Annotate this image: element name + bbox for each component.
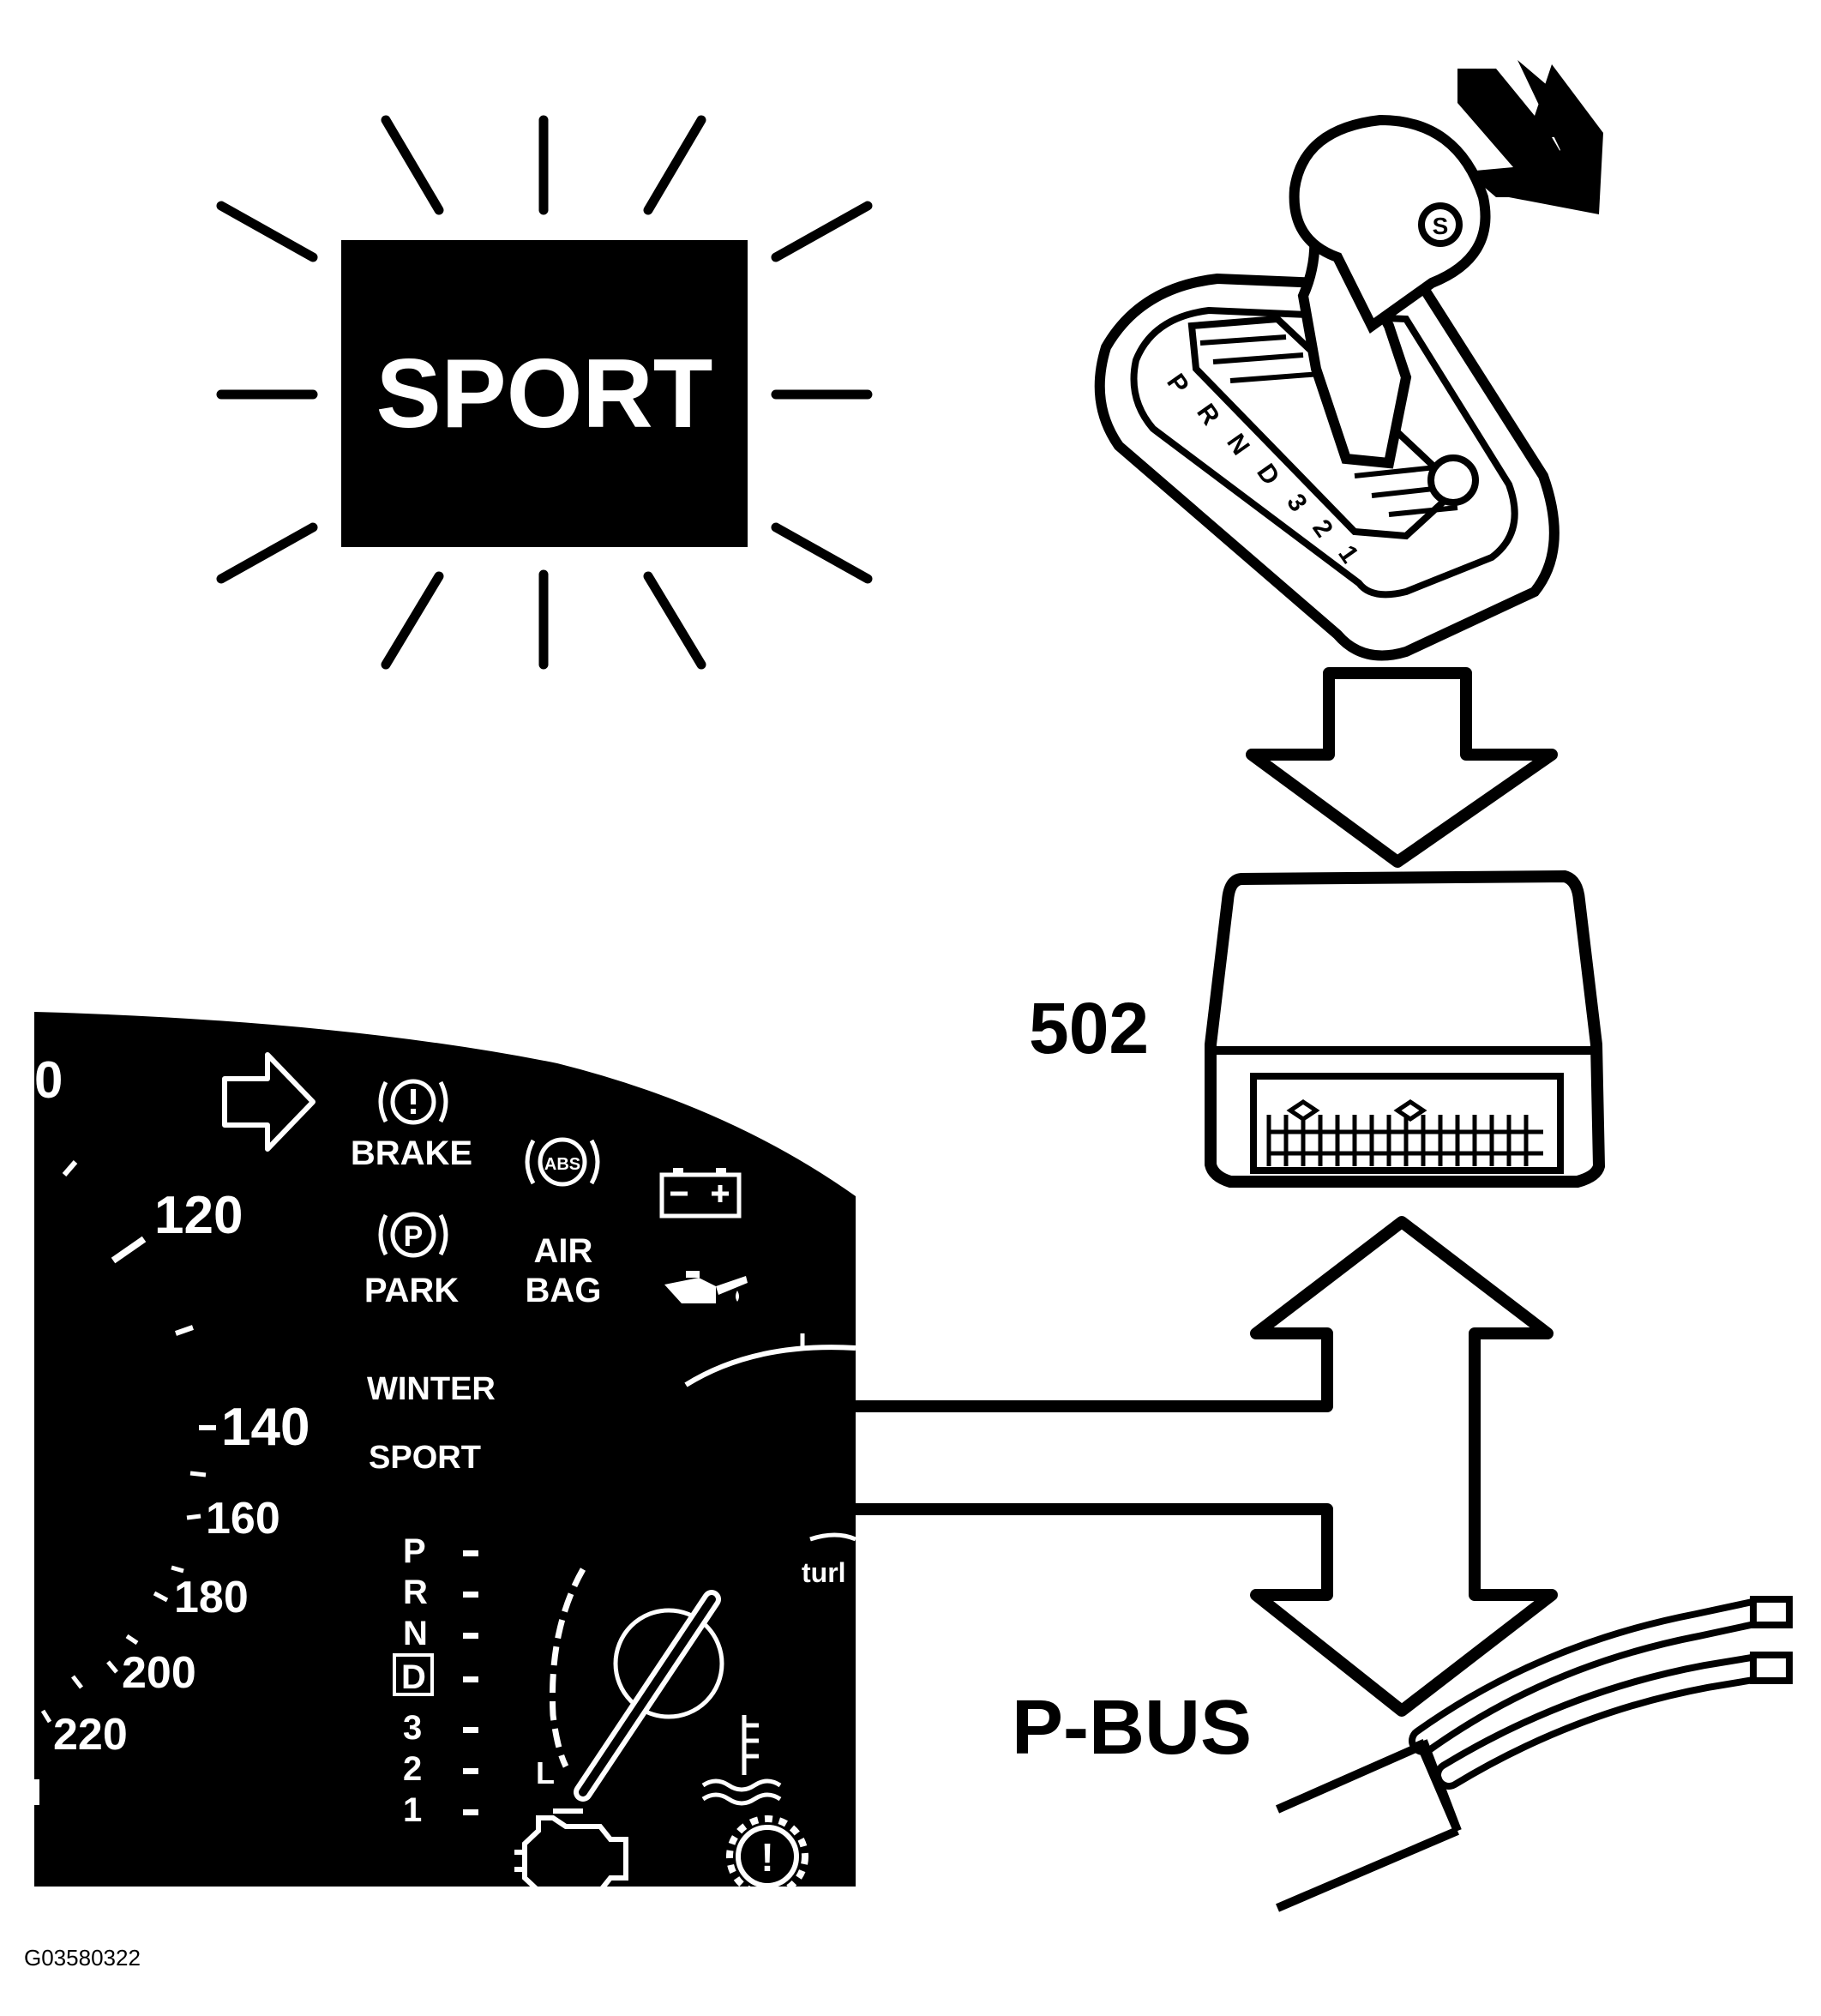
battery-icon (659, 1168, 742, 1219)
arrow-down-icon (1246, 667, 1558, 868)
control-module-502: 502 (1029, 870, 1606, 1188)
speed-220: 220 (53, 1710, 128, 1760)
shifter-slot (1187, 315, 1463, 540)
gear-n: N (403, 1615, 428, 1652)
brake-warning-icon (378, 1079, 448, 1125)
speed-160: 160 (206, 1494, 280, 1544)
abs-label: ABS (544, 1155, 580, 1174)
gear-r: R (403, 1574, 428, 1611)
gear-indicator: P R N D 3 2 1 (393, 1532, 478, 1829)
sport-lamp: SPORT (216, 115, 873, 670)
bus-signal-arrows (508, 1216, 1558, 1717)
fuel-partial-text: turl (802, 1557, 846, 1588)
gear-d-highlight (393, 1653, 434, 1696)
fuel-gauge: turl L (536, 1333, 856, 1802)
instrument-cluster: 0 120 140 160 180 200 220 (31, 1012, 856, 1898)
p-bus-cable: P-BUS (1012, 1596, 1793, 1912)
airbag-label-line2: BAG (526, 1272, 602, 1309)
gear-p: P (403, 1532, 426, 1570)
sport-lamp-label: SPORT (376, 340, 713, 448)
gear-3: 3 (403, 1709, 422, 1747)
sport-button-icon (1418, 202, 1463, 247)
speed-120: 120 (154, 1186, 243, 1245)
speed-top-digit: 0 (34, 1051, 63, 1109)
transmission-warning-icon (726, 1815, 808, 1898)
lamp-rays (216, 115, 873, 670)
oil-pressure-icon (664, 1271, 748, 1303)
sport-mode-label: SPORT (369, 1440, 481, 1476)
gear-shifter: P R N D 3 2 1 S (1094, 60, 1603, 661)
park-brake-icon (378, 1212, 448, 1258)
shifter-base-bolt (1427, 454, 1479, 506)
speed-200: 200 (122, 1648, 196, 1698)
brake-label: BRAKE (351, 1134, 472, 1172)
p-bus-label: P-BUS (1012, 1685, 1252, 1771)
winter-mode-label: WINTER (367, 1371, 496, 1407)
press-arrow-head (1509, 60, 1603, 214)
speedometer-scale: 0 120 140 160 180 200 220 (31, 1051, 310, 1805)
gear-d: D (401, 1658, 426, 1696)
speed-180: 180 (174, 1573, 249, 1622)
airbag-label-line1: AIR (534, 1232, 593, 1270)
connector-pins (1266, 1115, 1543, 1166)
coolant-temperature-icon (701, 1715, 782, 1806)
sport-lamp-box (341, 240, 748, 547)
gear-1: 1 (403, 1791, 422, 1829)
gear-2: 2 (403, 1750, 422, 1788)
shifter-knob (1289, 114, 1491, 334)
turn-signal-icon (222, 1052, 316, 1152)
module-number: 502 (1029, 988, 1149, 1068)
park-symbol: P (404, 1220, 424, 1253)
figure-code: G03580322 (24, 1945, 141, 1971)
transmission-warning-symbol: ! (760, 1835, 773, 1880)
fuel-low-label: L (536, 1755, 555, 1790)
park-label: PARK (364, 1272, 459, 1309)
abs-warning-icon (525, 1137, 600, 1187)
speed-140: 140 (221, 1398, 310, 1457)
cluster-panel (34, 1012, 856, 1887)
sport-button-label: S (1433, 213, 1449, 239)
check-engine-icon (514, 1808, 628, 1893)
